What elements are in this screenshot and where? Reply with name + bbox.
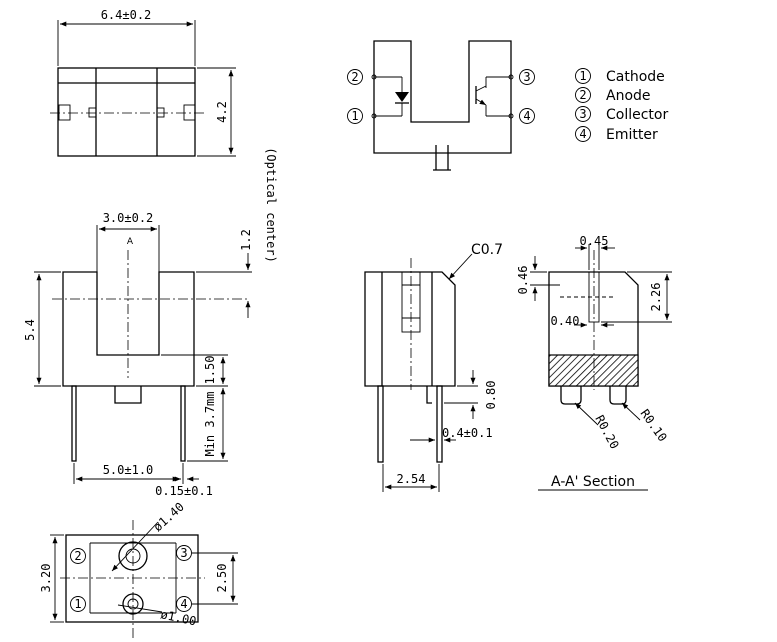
front-view-body bbox=[62, 271, 195, 387]
svg-text:1: 1 bbox=[579, 69, 586, 83]
dim-0-4: 0.4±0.1 bbox=[442, 426, 493, 440]
legend-label: Anode bbox=[606, 88, 651, 104]
legend-row: 3 Collector bbox=[575, 106, 668, 123]
legend-label: Collector bbox=[606, 107, 668, 123]
led-diode-icon bbox=[395, 92, 409, 102]
bottom-view-body bbox=[65, 534, 199, 623]
top-view: 6.4±0.2 4.2 bbox=[50, 8, 236, 157]
top-height-dim: 4.2 bbox=[215, 101, 229, 123]
section-marker-a: A bbox=[127, 237, 134, 247]
dia-100: ø1.00 bbox=[159, 607, 197, 628]
pin-thickness-dim: 0.15±0.1 bbox=[155, 484, 213, 498]
legend-row: 2 Anode bbox=[575, 87, 651, 104]
schematic: 2 1 3 4 bbox=[347, 40, 535, 171]
dim-0-80: 0.80 bbox=[484, 381, 498, 410]
bottom-pin-2: 2 bbox=[74, 549, 81, 563]
schem-pin-3: 3 bbox=[523, 70, 530, 84]
optical-dim: 1.2 bbox=[239, 229, 253, 251]
bottom-view: ø1.40 ø1.00 2 1 3 4 3.20 2.50 bbox=[39, 500, 238, 638]
section-view: 0.45 0.46 2.26 0.40 R0.20 R0.10 A-A' Sec… bbox=[516, 234, 672, 491]
bottom-pin-4: 4 bbox=[180, 597, 187, 611]
bottom-pin-3: 3 bbox=[180, 546, 187, 560]
dim-0-46: 0.46 bbox=[516, 266, 530, 295]
chamfer-label: C0.7 bbox=[471, 242, 503, 258]
hole-small bbox=[122, 593, 144, 615]
front-view: 3.0±0.2 A 5.4 1.2 (Optical center) 1.50 … bbox=[23, 147, 278, 498]
dim-2-26: 2.26 bbox=[649, 283, 663, 312]
dim-1-50: 1.50 bbox=[203, 356, 217, 385]
body-height-dim: 5.4 bbox=[23, 319, 37, 341]
side-view: C0.7 0.80 0.4±0.1 2.54 bbox=[364, 242, 503, 492]
dim-0-40: 0.40 bbox=[551, 314, 580, 328]
slot-width-dim: 3.0±0.2 bbox=[103, 211, 154, 225]
top-view-body bbox=[57, 67, 196, 157]
legend-label: Cathode bbox=[606, 69, 665, 85]
svg-text:4: 4 bbox=[579, 127, 586, 141]
dim-2-50: 2.50 bbox=[215, 564, 229, 593]
svg-text:2: 2 bbox=[579, 88, 586, 102]
bottom-pin-1: 1 bbox=[74, 597, 81, 611]
section-hatch bbox=[548, 354, 639, 387]
radius-r020: R0.20 bbox=[592, 413, 621, 451]
pitch-dim: 2.54 bbox=[397, 472, 426, 486]
lead-length-dim: Min 3.7mm bbox=[203, 391, 217, 456]
radius-r010: R0.10 bbox=[638, 407, 670, 445]
optical-label: (Optical center) bbox=[264, 147, 278, 263]
dim-3-20: 3.20 bbox=[39, 564, 53, 593]
side-view-body bbox=[364, 271, 456, 387]
schem-pin-1: 1 bbox=[351, 109, 358, 123]
svg-text:3: 3 bbox=[579, 107, 586, 121]
legend-label: Emitter bbox=[606, 127, 658, 143]
schem-pin-2: 2 bbox=[351, 70, 358, 84]
section-title: A-A' Section bbox=[551, 474, 635, 490]
legend-row: 4 Emitter bbox=[575, 126, 658, 143]
dim-0-45: 0.45 bbox=[580, 234, 609, 248]
pin-legend: 1 Cathode 2 Anode 3 Collector 4 Emitter bbox=[575, 68, 668, 143]
top-width-dim: 6.4±0.2 bbox=[101, 8, 152, 22]
hole-large bbox=[118, 541, 148, 571]
schem-pin-4: 4 bbox=[523, 109, 530, 123]
legend-row: 1 Cathode bbox=[575, 68, 665, 85]
pin-span-dim: 5.0±1.0 bbox=[103, 463, 154, 477]
schematic-outline bbox=[373, 40, 512, 154]
dia-140: ø1.40 bbox=[151, 500, 187, 535]
